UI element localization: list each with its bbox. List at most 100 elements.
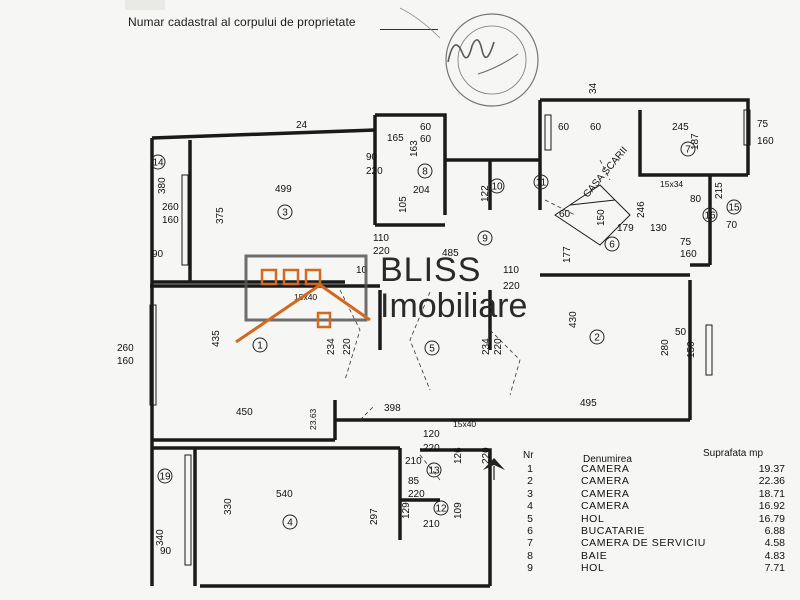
legend-row-name: CAMERA DE SERVICIU bbox=[581, 537, 706, 550]
dimension-label: 220 bbox=[373, 246, 390, 257]
room-marker-number: 5 bbox=[429, 344, 435, 355]
dimension-label: 430 bbox=[568, 311, 579, 328]
legend-area-header: Suprafata mp bbox=[703, 448, 764, 459]
dimension-labels: 24 34 165 60 60 60 60 245 75 160 90 220 … bbox=[117, 82, 774, 557]
dimension-label: 435 bbox=[211, 330, 222, 347]
dimension-label: 160 bbox=[117, 356, 134, 367]
dimension-label: 204 bbox=[413, 185, 430, 196]
legend-row-nr: 1 bbox=[527, 463, 533, 475]
north-arrow-icon bbox=[483, 458, 505, 480]
dimension-label: 75 bbox=[757, 119, 769, 130]
room-marker: 11 bbox=[533, 174, 549, 190]
room-marker-number: 10 bbox=[491, 182, 503, 193]
room-marker: 7 bbox=[680, 141, 696, 157]
room-marker: 16 bbox=[702, 207, 718, 223]
room-marker-number: 1 bbox=[257, 341, 263, 352]
dimension-label: 220 bbox=[503, 281, 520, 292]
legend-row-nr: 4 bbox=[527, 500, 533, 513]
stair-label: CASA SCARII bbox=[581, 145, 630, 200]
signature bbox=[447, 39, 495, 63]
dimension-label: 60 bbox=[420, 122, 432, 133]
room-marker: 1 bbox=[252, 337, 268, 353]
room-marker-number: 19 bbox=[159, 472, 171, 483]
dimension-label: 187 bbox=[690, 133, 701, 150]
dimension-label: 215 bbox=[714, 182, 725, 199]
legend-name-header: Denumirea bbox=[583, 454, 632, 465]
dimension-label: 260 bbox=[117, 343, 134, 354]
walls bbox=[150, 98, 750, 588]
room-marker-number: 7 bbox=[685, 145, 691, 156]
dimension-label: 60 bbox=[558, 122, 570, 133]
dimension-label: 330 bbox=[223, 498, 234, 515]
dimension-label: 220 bbox=[366, 166, 383, 177]
legend-row-area: 7.71 bbox=[764, 562, 785, 575]
room-marker-number: 3 bbox=[282, 208, 288, 219]
legend-row-nr: 2 bbox=[527, 475, 533, 488]
legend-row-nr: 5 bbox=[527, 512, 533, 525]
dimension-label: 485 bbox=[442, 248, 459, 259]
dimension-label: 499 bbox=[275, 184, 292, 195]
dimension-label: 398 bbox=[384, 403, 401, 414]
dimension-label: 60 bbox=[590, 122, 602, 133]
legend-row-area: 6.88 bbox=[764, 525, 785, 537]
dimension-label: 15x40 bbox=[453, 419, 476, 429]
room-marker: 4 bbox=[282, 514, 298, 530]
dimension-label: 109 bbox=[453, 502, 464, 519]
room-marker-number: 11 bbox=[536, 178, 547, 189]
dimension-label: 234 bbox=[326, 338, 337, 355]
legend-row-nr: 8 bbox=[527, 549, 533, 562]
dimension-label: 130 bbox=[650, 223, 667, 234]
room-marker-number: 9 bbox=[482, 234, 488, 245]
windows bbox=[149, 109, 751, 566]
dimension-label: 90 bbox=[160, 546, 172, 557]
room-marker-number: 13 bbox=[428, 466, 440, 477]
dimension-label: 60 bbox=[559, 209, 571, 220]
dimension-label: 126 bbox=[453, 447, 464, 464]
dimension-label: 110 bbox=[373, 233, 389, 244]
dimension-label: 15x34 bbox=[660, 179, 683, 189]
dimension-label: 80 bbox=[690, 194, 702, 205]
dimension-label: 129 bbox=[401, 502, 412, 519]
dimension-label: 122 bbox=[480, 185, 491, 202]
dimension-label: 110 bbox=[503, 265, 519, 276]
legend-row-name: CAMERA bbox=[581, 500, 630, 513]
room-marker-number: 14 bbox=[152, 158, 164, 169]
cadastral-number-label: Numar cadastral al corpului de proprieta… bbox=[128, 15, 356, 29]
legend-row-area: 16.79 bbox=[758, 512, 785, 525]
dimension-label: 150 bbox=[596, 209, 607, 226]
legend-row-name: CAMERA bbox=[581, 463, 630, 475]
dimension-label: 70 bbox=[726, 220, 738, 231]
room-marker: 3 bbox=[277, 204, 293, 220]
dimension-label: 34 bbox=[588, 82, 599, 94]
legend-row-area: 4.83 bbox=[764, 549, 785, 562]
legend-row-nr: 3 bbox=[527, 487, 533, 500]
room-marker-number: 4 bbox=[287, 518, 293, 529]
dimension-label: 246 bbox=[636, 201, 647, 218]
dimension-label: 24 bbox=[296, 120, 308, 131]
room-marker: 10 bbox=[489, 178, 505, 194]
legend-row-name: CAMERA bbox=[581, 475, 630, 488]
room-marker-number: 8 bbox=[422, 167, 428, 178]
room-marker-number: 16 bbox=[704, 211, 716, 222]
dimension-label: 165 bbox=[387, 133, 404, 144]
dimension-label: 245 bbox=[672, 122, 689, 133]
dimension-label: 160 bbox=[680, 249, 697, 260]
dimension-label: 90 bbox=[152, 249, 164, 260]
dimension-label: 160 bbox=[162, 215, 179, 226]
dimension-label: 220 bbox=[481, 447, 492, 464]
dimension-label: 15x40 bbox=[294, 292, 317, 302]
room-marker: 6 bbox=[604, 236, 620, 252]
dimension-label: 220 bbox=[408, 489, 425, 500]
legend-row-name: BUCATARIE bbox=[581, 525, 645, 537]
legend-row-name: CAMERA bbox=[581, 487, 630, 500]
dimension-label: 60 bbox=[420, 134, 432, 145]
